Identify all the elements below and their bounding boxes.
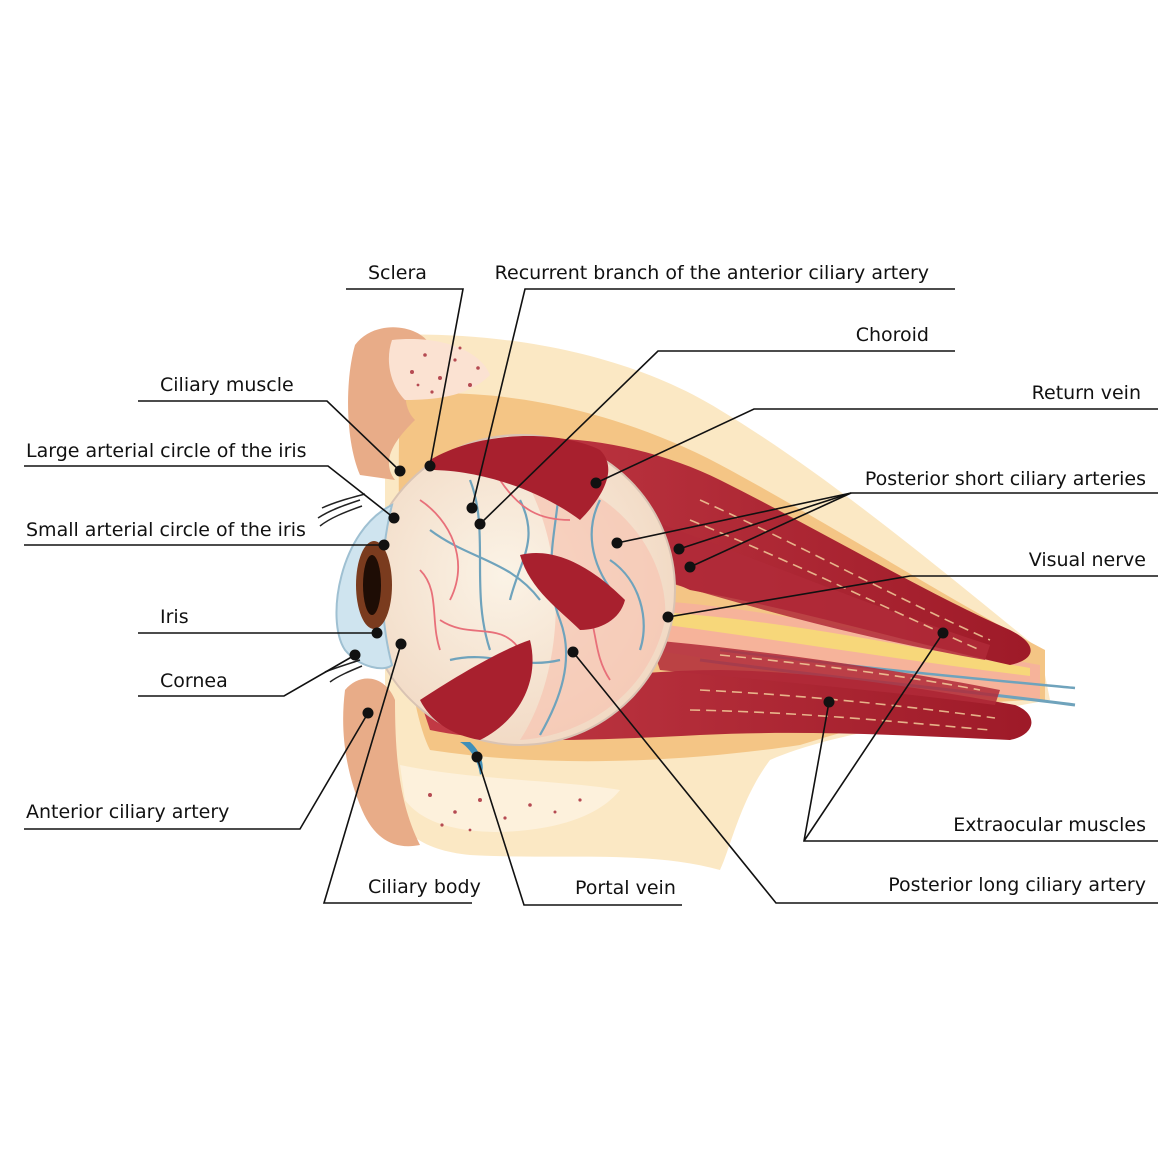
leader-posterior-short-3 bbox=[689, 492, 852, 568]
leader-recurrent-branch bbox=[471, 288, 955, 509]
leader-cornea bbox=[138, 654, 356, 697]
leader-visual-nerve bbox=[667, 575, 1158, 618]
dot-recurrent-branch bbox=[466, 502, 478, 514]
label-ciliary-body: Ciliary body bbox=[368, 876, 481, 898]
label-portal-vein: Portal vein bbox=[575, 877, 676, 899]
label-extraocular-muscles: Extraocular muscles bbox=[953, 814, 1146, 836]
dot-ciliary-muscle bbox=[394, 465, 406, 477]
label-large-arterial-circle: Large arterial circle of the iris bbox=[26, 440, 307, 462]
dot-sclera bbox=[424, 460, 436, 472]
superior-muscle-fan bbox=[430, 436, 609, 520]
labels: Sclera Recurrent branch of the anterior … bbox=[26, 262, 1146, 899]
dot-ciliary-body bbox=[395, 638, 407, 650]
dot-anterior-ciliary-artery bbox=[362, 707, 374, 719]
dot-extraocular-1 bbox=[823, 696, 835, 708]
label-iris: Iris bbox=[160, 606, 189, 628]
blue-vessels bbox=[429, 469, 645, 736]
leader-portal-vein bbox=[476, 756, 682, 906]
dot-posterior-short-2 bbox=[673, 543, 685, 555]
upper-muscle-2 bbox=[650, 520, 990, 660]
label-small-arterial-circle: Small arterial circle of the iris bbox=[26, 519, 306, 541]
label-recurrent-branch: Recurrent branch of the anterior ciliary… bbox=[495, 262, 929, 284]
label-visual-nerve: Visual nerve bbox=[1029, 549, 1146, 571]
leader-sclera bbox=[346, 288, 464, 467]
leader-return-vein bbox=[595, 408, 1158, 484]
leader-ciliary-body bbox=[322, 643, 472, 904]
pointer-dots bbox=[349, 460, 949, 763]
leader-lines bbox=[24, 288, 1158, 906]
dot-posterior-short-1 bbox=[611, 537, 623, 549]
leader-large-arterial-circle bbox=[24, 465, 395, 519]
leader-extraocular-2 bbox=[803, 632, 944, 842]
brow-bone bbox=[388, 339, 490, 400]
label-choroid: Choroid bbox=[856, 324, 929, 346]
leader-ciliary-muscle bbox=[138, 400, 401, 472]
pupil-shape bbox=[363, 555, 381, 615]
dot-cornea bbox=[349, 649, 361, 661]
lower-lid-skin bbox=[343, 678, 420, 847]
dot-large-arterial-circle bbox=[388, 512, 400, 524]
oblique-muscle-fan bbox=[520, 553, 625, 630]
dot-visual-nerve bbox=[662, 611, 674, 623]
bone-speckles bbox=[410, 346, 582, 832]
label-ciliary-muscle: Ciliary muscle bbox=[160, 374, 294, 396]
leader-anterior-ciliary-artery bbox=[24, 712, 369, 830]
portal-vein-shape bbox=[460, 742, 483, 775]
leader-posterior-short-2 bbox=[678, 492, 852, 550]
label-anterior-ciliary-artery: Anterior ciliary artery bbox=[26, 801, 229, 823]
dot-posterior-short-3 bbox=[684, 561, 696, 573]
label-cornea: Cornea bbox=[160, 670, 228, 692]
dot-return-vein bbox=[590, 477, 602, 489]
label-posterior-long-ciliary: Posterior long ciliary artery bbox=[888, 874, 1146, 896]
dot-portal-vein bbox=[471, 751, 483, 763]
label-sclera: Sclera bbox=[368, 262, 427, 284]
dot-choroid bbox=[474, 518, 486, 530]
inferior-muscle-fan bbox=[420, 640, 533, 740]
dot-iris bbox=[371, 627, 383, 639]
muscle-striations bbox=[689, 499, 996, 731]
dot-posterior-long bbox=[567, 646, 579, 658]
dot-small-arterial-circle bbox=[378, 539, 390, 551]
optic-nerve-yellow bbox=[660, 612, 1030, 676]
label-return-vein: Return vein bbox=[1032, 382, 1141, 404]
label-posterior-short-ciliary: Posterior short ciliary arteries bbox=[865, 468, 1146, 490]
lower-bone bbox=[400, 765, 620, 832]
leader-choroid bbox=[479, 350, 955, 525]
dot-extraocular-2 bbox=[937, 627, 949, 639]
leader-posterior-long bbox=[572, 651, 1158, 904]
eye-illustration bbox=[317, 327, 1076, 870]
eyelashes bbox=[317, 493, 366, 683]
